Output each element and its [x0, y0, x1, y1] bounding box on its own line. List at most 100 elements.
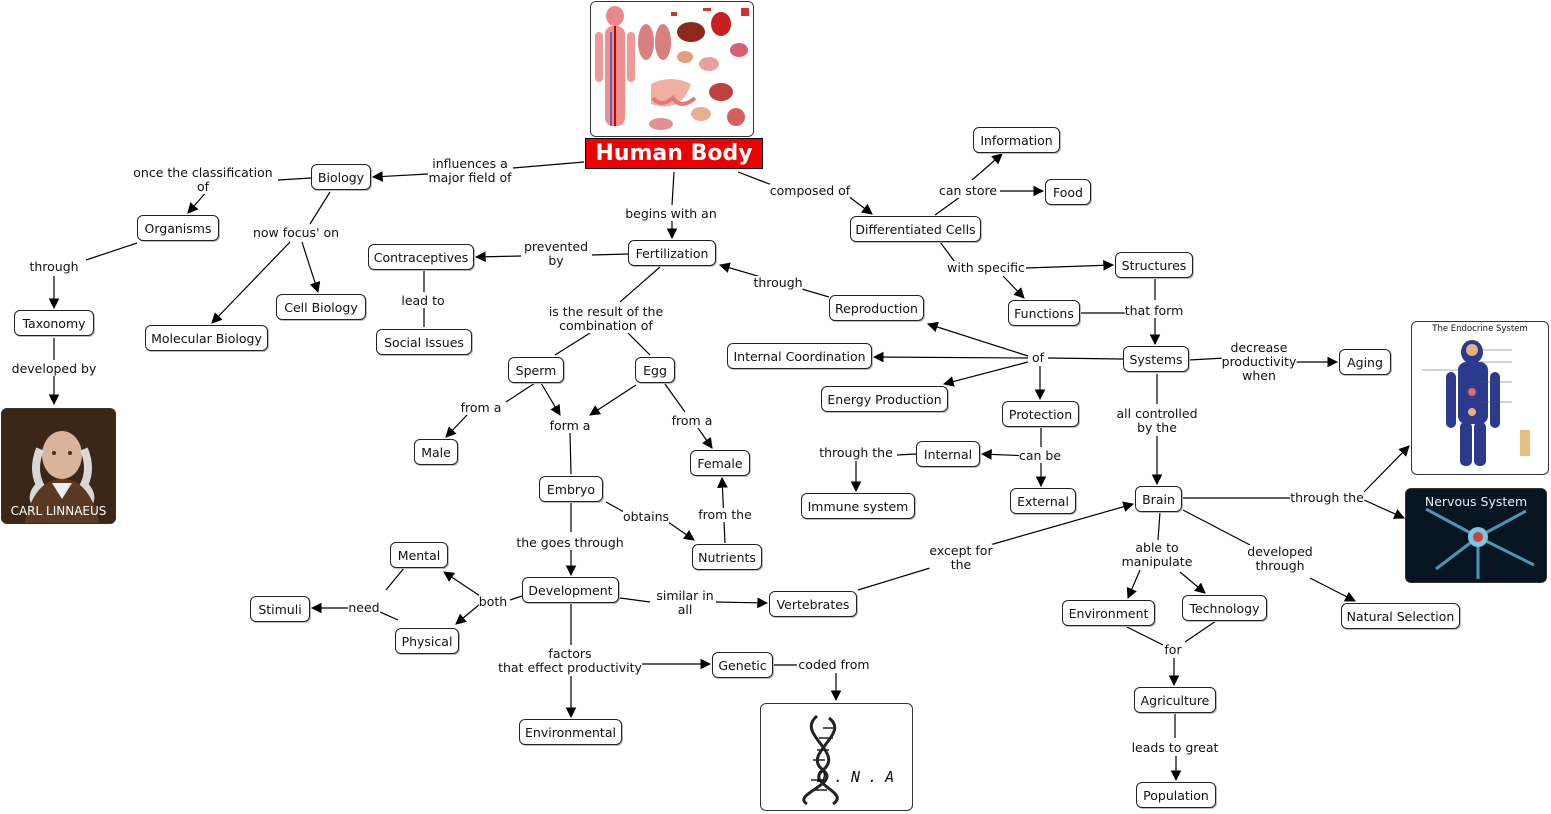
connector-line [85, 242, 138, 261]
concept-food[interactable]: Food [1045, 179, 1091, 205]
concept-protection[interactable]: Protection [1002, 401, 1079, 427]
connector-line [619, 597, 651, 603]
link-can-be: can be [1018, 448, 1062, 463]
concept-internal[interactable]: Internal [916, 441, 980, 467]
connector-line [667, 521, 695, 541]
link-factors: factors that effect productivity [498, 646, 642, 675]
page-title: Human Body [585, 138, 763, 169]
concept-environment[interactable]: Environment [1062, 600, 1155, 626]
connector-line [554, 332, 591, 356]
connector-line [847, 195, 873, 215]
concept-information[interactable]: Information [973, 127, 1060, 153]
dna-image: D.N.A [760, 703, 913, 811]
connector-line [1179, 571, 1206, 594]
connector-line [737, 171, 773, 186]
connector-line [509, 595, 523, 601]
link-able-to-manipulate: able to manipulate [1121, 540, 1193, 569]
concept-population[interactable]: Population [1136, 782, 1216, 808]
connector-line [896, 453, 917, 456]
concept-environmental[interactable]: Environmental [519, 719, 622, 745]
concept-natural-selection[interactable]: Natural Selection [1341, 603, 1460, 629]
concept-mental[interactable]: Mental [390, 542, 448, 568]
concept-molecular-biology[interactable]: Molecular Biology [145, 325, 268, 351]
nervous-system-image: Nervous System [1405, 488, 1547, 583]
connector-line [1188, 357, 1226, 361]
concept-male[interactable]: Male [414, 439, 458, 465]
concept-organisms[interactable]: Organisms [137, 215, 219, 241]
concept-stimuli[interactable]: Stimuli [250, 596, 310, 622]
link-need: need [348, 600, 380, 615]
concept-embryo[interactable]: Embryo [539, 476, 603, 502]
link-of: of [1031, 350, 1045, 365]
link-from-a-male: from a [460, 400, 502, 415]
connector-line [455, 603, 481, 625]
link-begins-with: begins with an [625, 206, 717, 221]
connector-line [939, 241, 956, 263]
connector-line [443, 571, 481, 597]
concept-immune-system[interactable]: Immune system [801, 493, 915, 519]
connector-line [715, 597, 769, 609]
connector-line [619, 266, 661, 303]
concept-social-issues[interactable]: Social Issues [376, 329, 472, 355]
nervous-system-caption: Nervous System [1424, 494, 1528, 509]
connector-line [942, 361, 1029, 387]
concept-functions[interactable]: Functions [1008, 300, 1080, 326]
endocrine-system-image: The Endocrine System [1411, 321, 1549, 475]
link-prevented-by: prevented by [523, 239, 589, 268]
concept-aging[interactable]: Aging [1339, 349, 1391, 375]
connector-line [1182, 509, 1251, 546]
concept-biology[interactable]: Biology [311, 164, 371, 190]
concept-agriculture[interactable]: Agriculture [1134, 687, 1216, 713]
link-form-a: form a [549, 418, 591, 433]
link-leads-to-great: leads to great [1131, 740, 1219, 755]
concept-development[interactable]: Development [522, 577, 619, 603]
concept-systems[interactable]: Systems [1123, 346, 1189, 372]
connector-line [1363, 499, 1405, 519]
connector-line [309, 191, 331, 225]
connector-line [379, 611, 399, 621]
connector-line [934, 196, 961, 216]
concept-energy-production[interactable]: Energy Production [821, 386, 948, 412]
concept-female[interactable]: Female [690, 450, 750, 476]
connector-line [1124, 625, 1164, 646]
concept-brain[interactable]: Brain [1135, 486, 1182, 512]
link-with-specific: with specific [947, 260, 1025, 275]
link-through-the-nervous: through the [1290, 490, 1364, 505]
concept-external[interactable]: External [1010, 488, 1076, 514]
connector-line [971, 153, 1003, 181]
concept-cell-biology[interactable]: Cell Biology [276, 294, 366, 320]
link-once-classification: once the classification of [133, 165, 273, 194]
link-except-for: except for the [929, 543, 993, 572]
connector-line [1126, 569, 1141, 599]
connector-line [697, 427, 713, 449]
concept-vertebrates[interactable]: Vertebrates [769, 591, 857, 617]
concept-contraceptives[interactable]: Contraceptives [368, 244, 474, 270]
concept-physical[interactable]: Physical [395, 628, 459, 654]
connector-line [1002, 275, 1025, 299]
link-for: for [1164, 642, 1182, 657]
concept-taxonomy[interactable]: Taxonomy [14, 310, 94, 336]
concept-reproduction[interactable]: Reproduction [829, 295, 924, 321]
link-goes-through: the goes through [516, 535, 624, 550]
link-lead-to: lead to [401, 293, 445, 308]
concept-differentiated-cells[interactable]: Differentiated Cells [850, 216, 981, 242]
concept-structures[interactable]: Structures [1115, 252, 1193, 278]
link-from-a-female: from a [671, 413, 713, 428]
concept-nutrients[interactable]: Nutrients [692, 544, 762, 570]
link-through-taxonomy: through [29, 259, 79, 274]
link-controlled-by: all controlled by the [1116, 406, 1198, 435]
concept-egg[interactable]: Egg [635, 357, 675, 383]
connector-line [301, 241, 321, 294]
connector-line [1184, 620, 1217, 643]
concept-fertilization[interactable]: Fertilization [628, 240, 716, 266]
connector-line [445, 413, 469, 438]
endocrine-caption: The Endocrine System [1432, 324, 1528, 334]
concept-genetic[interactable]: Genetic [712, 652, 773, 678]
concept-internal-coordination[interactable]: Internal Coordination [727, 343, 872, 369]
connector-line [605, 501, 625, 513]
concept-sperm[interactable]: Sperm [508, 357, 564, 383]
connector-line [277, 177, 312, 181]
concept-technology[interactable]: Technology [1182, 595, 1267, 621]
link-influences: influences a major field of [428, 156, 512, 185]
